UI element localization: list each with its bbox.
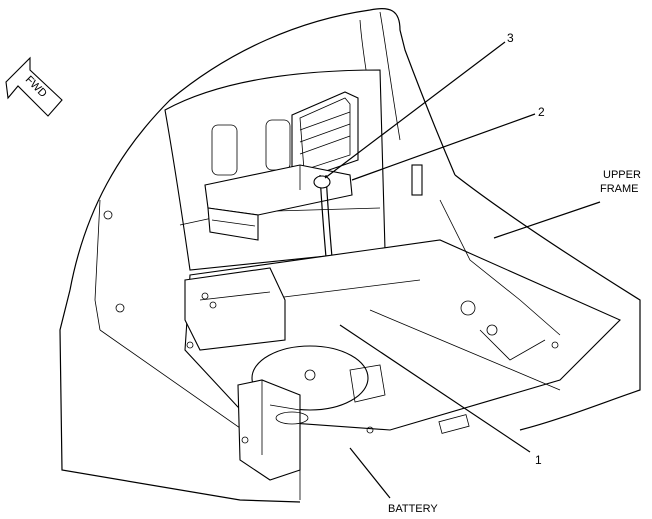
callout-3: 3 [507, 31, 514, 45]
leader-3 [324, 41, 506, 179]
console-bracket [204, 164, 353, 241]
leader-1 [339, 324, 531, 453]
callout-2: 2 [538, 105, 545, 119]
electrical-box [184, 267, 286, 351]
cab-shell [59, 8, 641, 503]
battery-icon [237, 379, 309, 481]
leader-upper-frame [493, 201, 601, 239]
fasteners [103, 210, 559, 444]
label-upper-frame-line1: UPPER [603, 169, 641, 181]
control-module [291, 91, 359, 181]
label-upper-frame-line2: FRAME [600, 183, 639, 195]
frame-rail [411, 164, 561, 361]
callout-1: 1 [535, 453, 542, 467]
label-battery: BATTERY [388, 503, 438, 515]
leader-battery [349, 447, 391, 499]
fwd-arrow-icon: FWD [5, 56, 63, 117]
leader-2 [351, 113, 536, 181]
callout-leaders [324, 41, 601, 499]
